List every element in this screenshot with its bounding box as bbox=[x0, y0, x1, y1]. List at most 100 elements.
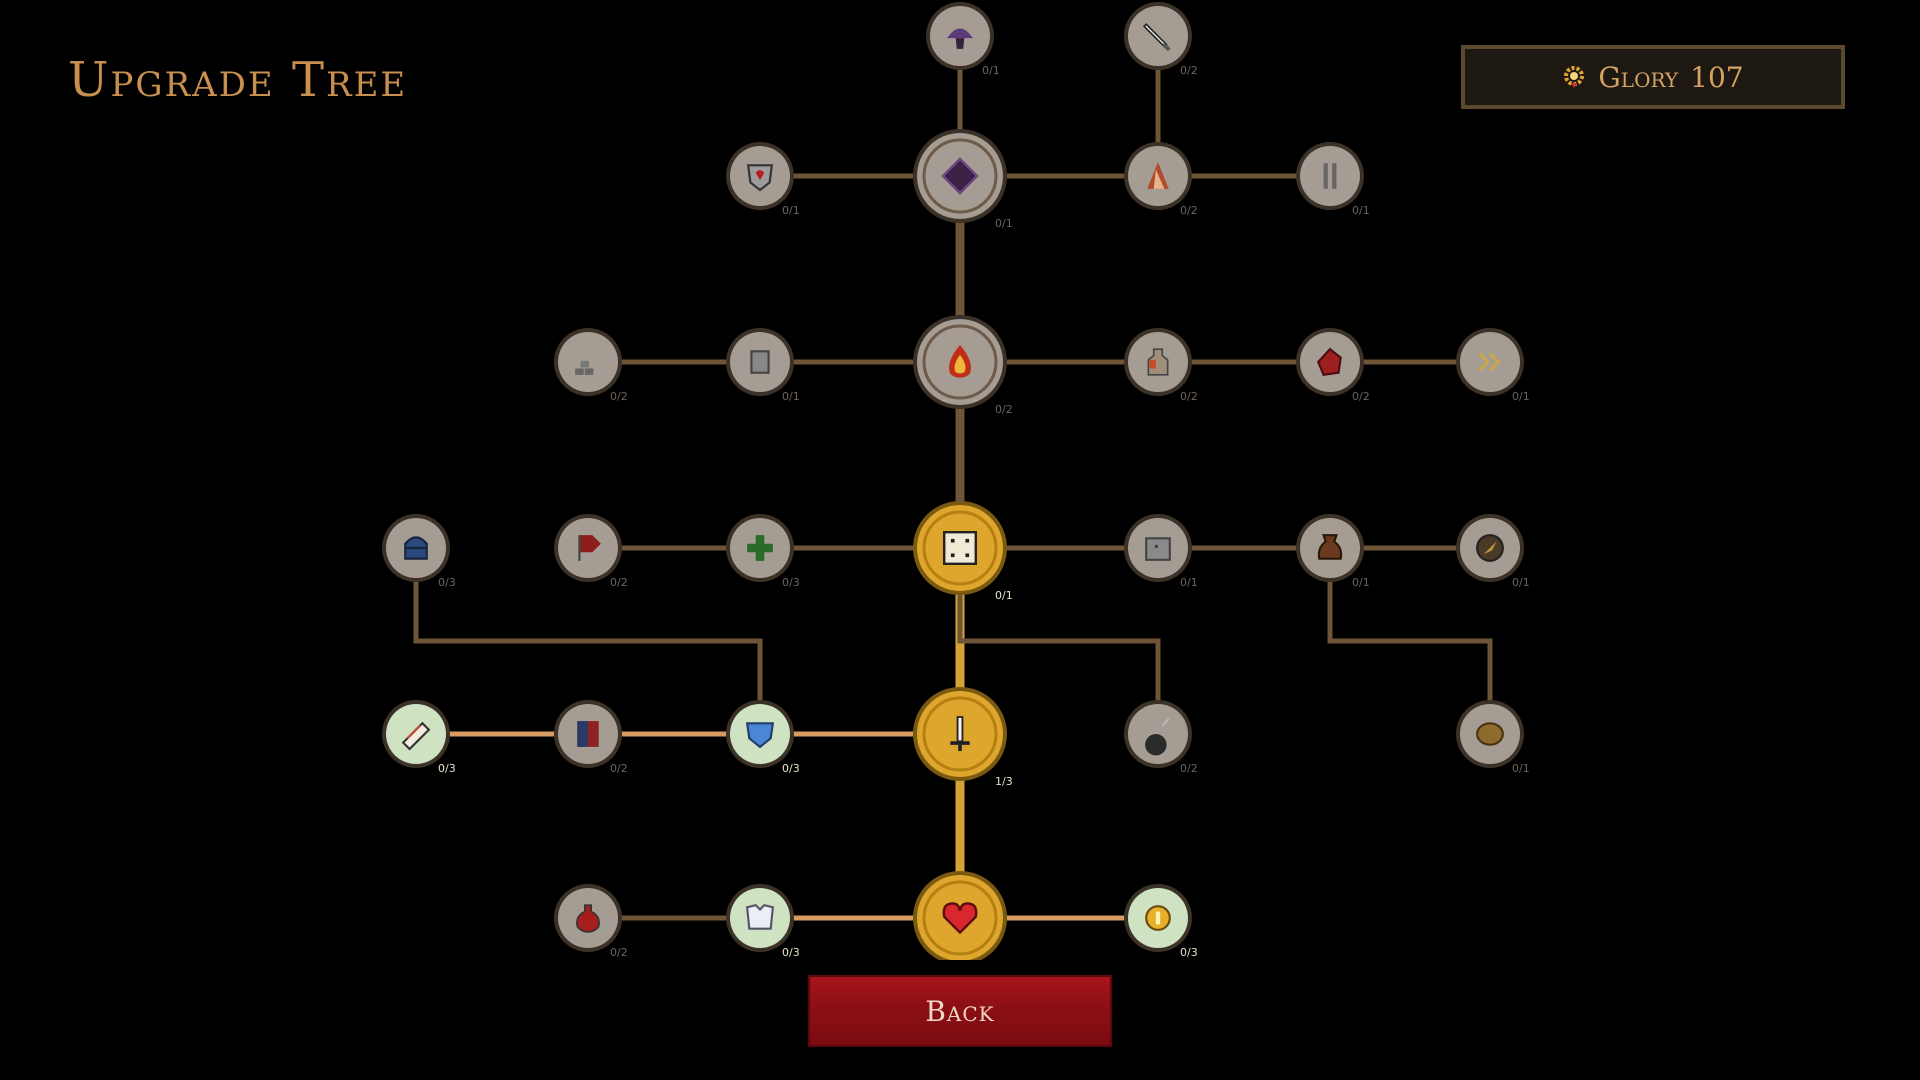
upgrade-node-purple_gem[interactable]: 0/1 bbox=[913, 129, 1013, 230]
chevrons-icon bbox=[1477, 353, 1501, 371]
upgrade-node-dice[interactable]: 0/1 bbox=[913, 501, 1013, 602]
node-inner-ring bbox=[922, 138, 998, 214]
upgrade-node-coins[interactable]: 0/1 bbox=[1456, 700, 1530, 775]
spellbook-icon bbox=[577, 721, 599, 747]
node-count: 0/1 bbox=[1180, 576, 1198, 589]
upgrade-node-twin_blades[interactable]: 0/1 bbox=[1296, 142, 1370, 217]
upgrade-node-red_banner[interactable]: 0/2 bbox=[554, 514, 628, 589]
upgrade-node-top_mushroom[interactable]: 0/1 bbox=[926, 2, 1000, 77]
node-count: 0/3 bbox=[782, 946, 800, 959]
chestplate-icon bbox=[745, 903, 775, 930]
dice-icon bbox=[942, 530, 978, 566]
red-banner-icon bbox=[578, 535, 601, 561]
node-count: 0/1 bbox=[1512, 390, 1530, 403]
glory-counter: Glory 107 bbox=[1461, 45, 1845, 109]
node-count: 0/2 bbox=[1180, 762, 1198, 775]
node-count: 0/2 bbox=[1180, 390, 1198, 403]
upgrade-node-helmet[interactable]: 0/3 bbox=[382, 514, 456, 589]
upgrade-node-chevrons[interactable]: 0/1 bbox=[1456, 328, 1530, 403]
node-count: 0/3 bbox=[438, 576, 456, 589]
node-count: 0/2 bbox=[1180, 64, 1198, 77]
ingots-icon bbox=[575, 360, 594, 375]
node-count: 0/3 bbox=[438, 762, 456, 775]
upgrade-tree: 0/1 0/2 0/1 0/1 0/2 0/1 0/2 0/1 0/2 0/2 0/2 0/1 0/3 0… bbox=[382, 2, 1530, 960]
bomb-icon bbox=[1145, 718, 1170, 756]
upgrade-node-heart[interactable]: 1/5 bbox=[913, 871, 1013, 960]
node-count: 0/1 bbox=[1512, 576, 1530, 589]
node-face bbox=[1128, 704, 1188, 764]
upgrade-node-sword[interactable]: 1/3 bbox=[913, 687, 1013, 788]
upgrade-node-blue_shield[interactable]: 0/3 bbox=[726, 700, 800, 775]
node-count: 0/1 bbox=[782, 390, 800, 403]
upgrade-node-dice_potion[interactable]: 0/2 bbox=[1124, 328, 1198, 403]
upgrade-node-gauntlet[interactable]: 0/1 bbox=[726, 328, 800, 403]
dice-card-icon bbox=[1145, 537, 1171, 561]
node-count: 0/3 bbox=[1180, 946, 1198, 959]
tree-nodes: 0/1 0/2 0/1 0/1 0/2 0/1 0/2 0/1 0/2 0/2 0/2 0/1 0/3 0… bbox=[382, 2, 1530, 960]
upgrade-node-compass[interactable]: 0/1 bbox=[1456, 514, 1530, 589]
node-count: 0/2 bbox=[610, 762, 628, 775]
node-count: 0/2 bbox=[610, 576, 628, 589]
glory-value: 107 bbox=[1690, 60, 1744, 94]
twin-blades-icon bbox=[1323, 163, 1337, 189]
node-count: 0/1 bbox=[995, 589, 1013, 602]
upgrade-node-green_cross[interactable]: 0/3 bbox=[726, 514, 800, 589]
node-face bbox=[1300, 146, 1360, 206]
heart-icon bbox=[942, 902, 978, 935]
scroll-icon bbox=[401, 721, 431, 751]
node-count: 0/2 bbox=[610, 946, 628, 959]
pouch-icon bbox=[1317, 534, 1343, 560]
sword-icon bbox=[950, 716, 970, 751]
node-count: 0/2 bbox=[1180, 204, 1198, 217]
node-count: 0/1 bbox=[995, 217, 1013, 230]
node-inner-ring bbox=[922, 880, 998, 956]
node-count: 0/2 bbox=[610, 390, 628, 403]
connection-pouch-coins bbox=[1327, 548, 1493, 734]
node-count: 1/5 bbox=[995, 959, 1013, 960]
node-count: 0/1 bbox=[782, 204, 800, 217]
upgrade-node-bomb[interactable]: 0/2 bbox=[1124, 700, 1198, 775]
upgrade-node-gold_coin[interactable]: 0/3 bbox=[1124, 884, 1198, 959]
blue-shield-icon bbox=[745, 722, 775, 749]
cloak-icon bbox=[1147, 162, 1169, 189]
gold-coin-icon bbox=[1145, 905, 1171, 931]
upgrade-node-scroll[interactable]: 0/3 bbox=[382, 700, 456, 775]
upgrade-node-red_potion[interactable]: 0/2 bbox=[554, 884, 628, 959]
purple-gem-icon bbox=[941, 157, 979, 195]
shield-heart-icon bbox=[747, 164, 773, 192]
upgrade-node-fire_egg[interactable]: 0/2 bbox=[913, 315, 1013, 416]
upgrade-node-cloak[interactable]: 0/2 bbox=[1124, 142, 1198, 217]
upgrade-node-dice_card[interactable]: 0/1 bbox=[1124, 514, 1198, 589]
node-inner-ring bbox=[922, 696, 998, 772]
node-count: 0/3 bbox=[782, 762, 800, 775]
glory-label: Glory bbox=[1598, 60, 1679, 94]
glory-icon bbox=[1564, 66, 1585, 88]
compass-icon bbox=[1476, 534, 1504, 562]
upgrade-node-chestplate[interactable]: 0/3 bbox=[726, 884, 800, 959]
upgrade-node-top_dagger[interactable]: 0/2 bbox=[1124, 2, 1198, 77]
upgrade-node-pouch[interactable]: 0/1 bbox=[1296, 514, 1370, 589]
back-button[interactable]: Back bbox=[808, 975, 1112, 1047]
upgrade-node-spellbook[interactable]: 0/2 bbox=[554, 700, 628, 775]
upgrade-node-ingots[interactable]: 0/2 bbox=[554, 328, 628, 403]
green-cross-icon bbox=[747, 535, 773, 561]
helmet-icon bbox=[404, 536, 428, 560]
node-inner-ring bbox=[922, 510, 998, 586]
fire-egg-icon bbox=[949, 345, 971, 378]
node-count: 0/2 bbox=[1352, 390, 1370, 403]
dice-potion-icon bbox=[1147, 348, 1169, 376]
node-count: 0/1 bbox=[1352, 204, 1370, 217]
mushroom-icon bbox=[947, 28, 973, 49]
red-potion-icon bbox=[576, 904, 600, 933]
node-count: 0/1 bbox=[1352, 576, 1370, 589]
node-count: 0/3 bbox=[782, 576, 800, 589]
node-count: 0/1 bbox=[1512, 762, 1530, 775]
connection-helmet-blue_shield bbox=[413, 548, 763, 734]
node-count: 0/2 bbox=[995, 403, 1013, 416]
upgrade-node-shield_heart[interactable]: 0/1 bbox=[726, 142, 800, 217]
upgrade-node-red_ore[interactable]: 0/2 bbox=[1296, 328, 1370, 403]
node-inner-ring bbox=[922, 324, 998, 400]
red-ore-icon bbox=[1316, 347, 1342, 377]
gauntlet-icon bbox=[750, 350, 770, 374]
coins-icon bbox=[1476, 722, 1504, 746]
